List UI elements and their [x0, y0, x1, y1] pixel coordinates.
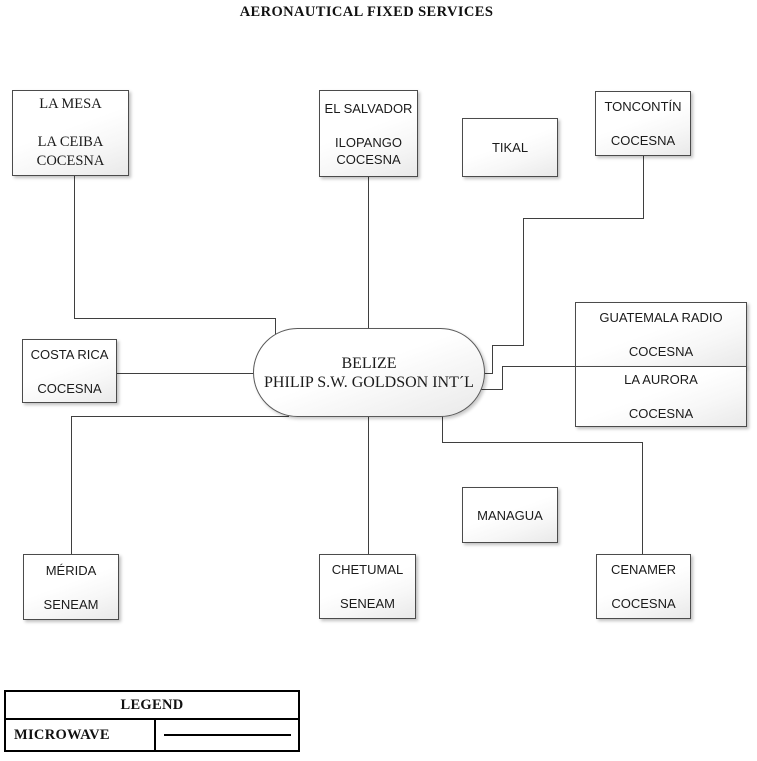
connector-segment	[442, 442, 643, 443]
connector-segment	[478, 373, 493, 374]
node-line: GUATEMALA RADIO	[599, 310, 723, 325]
page-title: AERONAUTICAL FIXED SERVICES	[239, 4, 494, 20]
connector-segment	[117, 373, 254, 374]
node-line: COCESNA	[628, 344, 694, 359]
legend-microwave-label: MICROWAVE	[14, 726, 110, 743]
connector-segment	[74, 176, 75, 319]
node-line: COCESNA	[36, 153, 105, 169]
node-costa-rica: COSTA RICA COCESNA	[22, 339, 117, 403]
connector-segment	[502, 366, 503, 390]
node-line: LA AURORA	[624, 372, 698, 387]
legend-title: LEGEND	[6, 692, 298, 720]
hub-belize-goldson-intl: BELIZE PHILIP S.W. GOLDSON INT´L	[253, 328, 485, 417]
node-line: CHETUMAL	[331, 562, 404, 577]
node-line: SENEAM	[340, 596, 395, 611]
node-line: LA CEIBA	[37, 134, 104, 150]
connector-segment	[71, 416, 289, 417]
node-guatemala-radio: GUATEMALA RADIO COCESNA	[575, 302, 747, 367]
node-line: CENAMER	[610, 562, 676, 577]
node-line: TONCONTÍN	[604, 99, 682, 114]
node-la-mesa: LA MESA LA CEIBA COCESNA	[12, 90, 129, 176]
connector-segment	[492, 345, 524, 346]
node-managua: MANAGUA	[462, 487, 558, 543]
connector-segment	[502, 366, 576, 367]
connector-segment	[478, 389, 503, 390]
connector-segment	[442, 412, 443, 443]
connector-segment	[642, 442, 643, 554]
hub-line: PHILIP S.W. GOLDSON INT´L	[264, 373, 474, 391]
node-line: MÉRIDA	[45, 562, 97, 578]
connector-segment	[74, 318, 276, 319]
node-line: COCESNA	[628, 406, 694, 421]
node-chetumal: CHETUMAL SENEAM	[319, 554, 416, 619]
node-la-aurora: LA AURORA COCESNA	[575, 366, 747, 427]
node-line: COCESNA	[37, 380, 102, 396]
node-tikal: TIKAL	[462, 118, 558, 177]
microwave-line-symbol	[163, 734, 291, 736]
node-line: COSTA RICA	[30, 346, 109, 362]
connector-segment	[523, 218, 644, 219]
node-line: COCESNA	[610, 133, 676, 148]
node-line: LA MESA	[39, 96, 102, 112]
node-line: TIKAL	[491, 140, 529, 155]
connector-segment	[492, 345, 493, 374]
connector-segment	[368, 413, 369, 554]
connector-segment	[275, 318, 276, 336]
connector-segment	[71, 416, 72, 554]
hub-line: BELIZE	[341, 354, 397, 372]
connector-segment	[368, 177, 369, 330]
node-line: COCESNA	[611, 596, 676, 611]
node-line: SENEAM	[43, 596, 99, 612]
node-line: COCESNA	[336, 151, 401, 167]
node-line: EL SALVADOR	[324, 100, 413, 116]
node-line: MANAGUA	[477, 507, 543, 523]
legend-symbol-cell	[154, 720, 298, 750]
node-toncontin: TONCONTÍN COCESNA	[595, 91, 691, 156]
legend-table: LEGEND MICROWAVE	[4, 690, 300, 752]
node-cenamer: CENAMER COCESNA	[596, 554, 691, 619]
node-el-salvador: EL SALVADOR ILOPANGO COCESNA	[319, 90, 418, 177]
legend-row-microwave: MICROWAVE	[6, 720, 298, 750]
node-line: ILOPANGO	[335, 134, 402, 150]
node-merida: MÉRIDA SENEAM	[23, 554, 119, 620]
connector-segment	[643, 156, 644, 219]
connector-segment	[523, 218, 524, 346]
